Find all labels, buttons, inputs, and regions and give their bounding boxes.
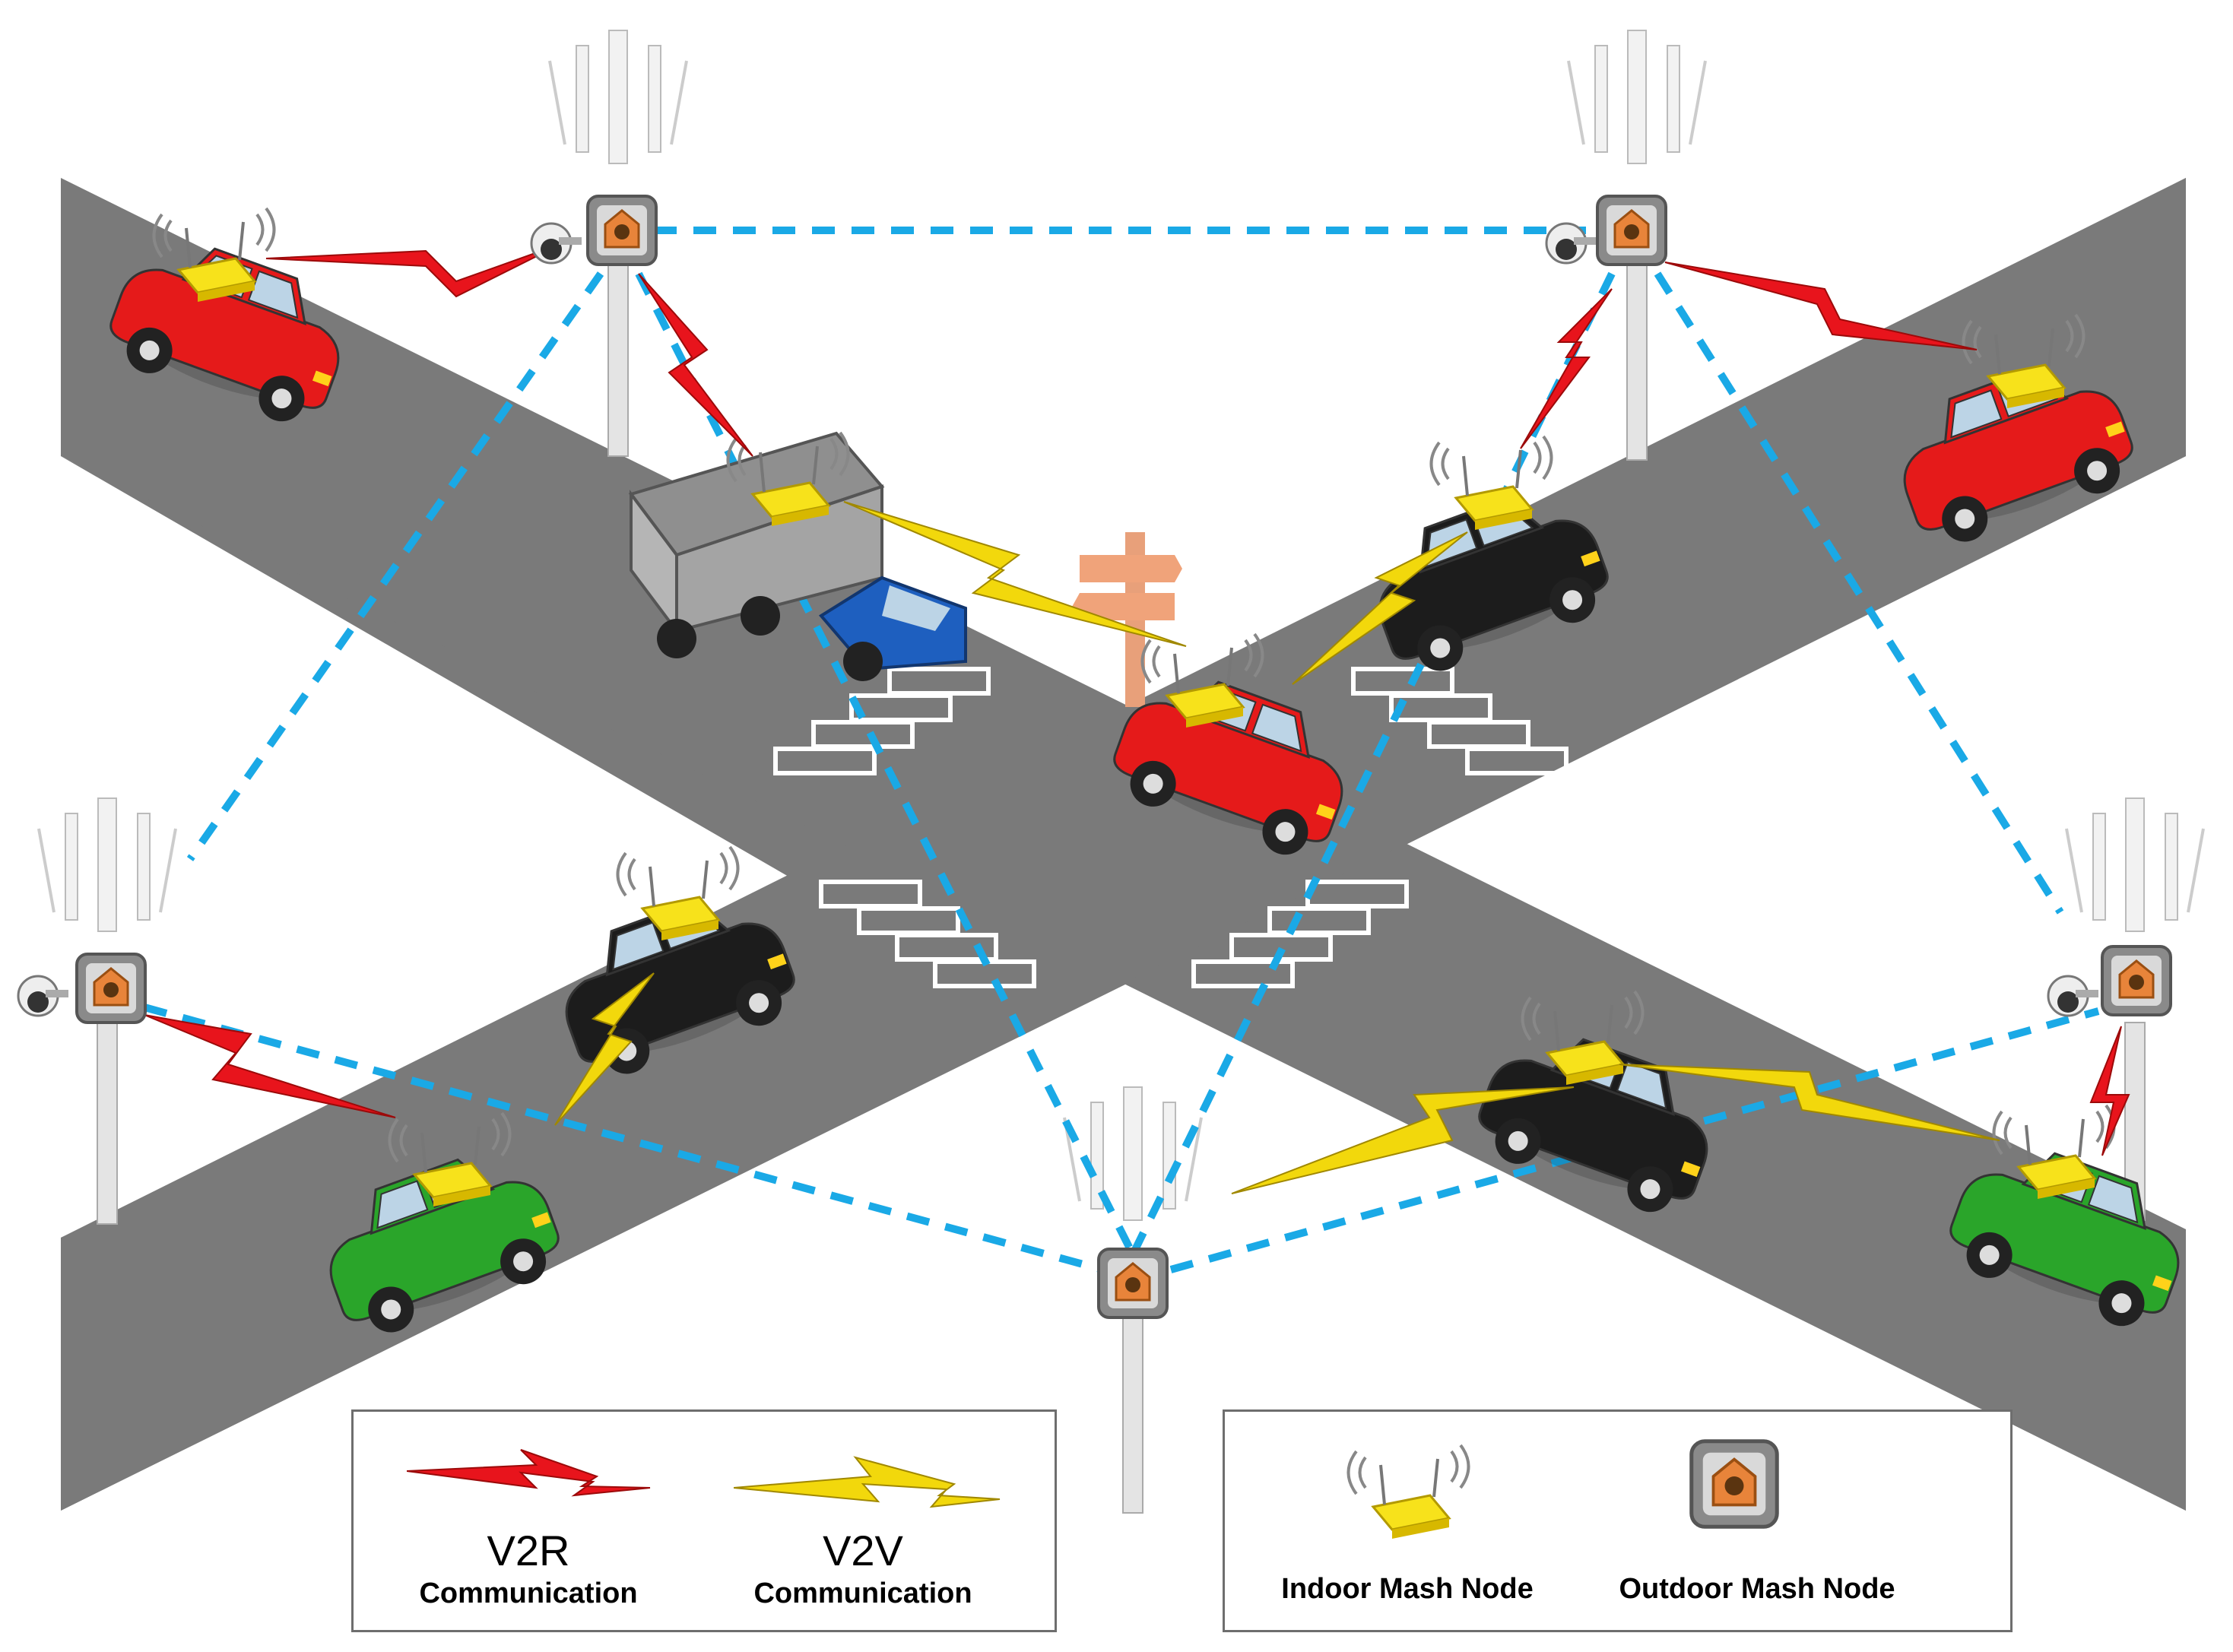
truck bbox=[628, 431, 967, 681]
signpost bbox=[1072, 532, 1182, 707]
legend-communication: V2R Communication V2V Communication bbox=[351, 1409, 1057, 1632]
mesh-node-box-icon bbox=[1677, 1427, 1791, 1541]
camera-icon bbox=[17, 975, 70, 1017]
outdoor-node-label: Outdoor Mash Node bbox=[1619, 1573, 1895, 1605]
outdoor-mesh-node-bottom bbox=[1097, 1248, 1169, 1319]
mesh-links bbox=[143, 227, 2100, 1273]
v2r-label: V2R bbox=[487, 1527, 570, 1574]
outdoor-mesh-node-left bbox=[75, 953, 147, 1024]
indoor-node-label: Indoor Mash Node bbox=[1281, 1573, 1534, 1605]
v2r-lightning-icon bbox=[407, 1449, 651, 1497]
crosswalk-east bbox=[1351, 667, 1568, 775]
legend-nodes: Indoor Mash Node Outdoor Mash Node bbox=[1223, 1409, 2013, 1632]
camera-icon bbox=[530, 222, 583, 265]
v2v-lightning-icon bbox=[734, 1456, 1001, 1508]
wifi-router-icon bbox=[1346, 1444, 1470, 1540]
outdoor-mesh-node-top-left bbox=[586, 195, 658, 266]
outdoor-mesh-node-top-right bbox=[1596, 195, 1667, 266]
v2v-label: V2V bbox=[823, 1527, 903, 1574]
v2r-sublabel: Communication bbox=[419, 1577, 638, 1609]
camera-icon bbox=[1545, 222, 1598, 265]
v2v-links bbox=[554, 501, 2000, 1194]
road-diagonal-2 bbox=[61, 178, 2186, 1511]
pole-left bbox=[37, 797, 177, 1225]
outdoor-mesh-node-right bbox=[2101, 945, 2172, 1016]
pole-top-right bbox=[1567, 29, 1707, 461]
crosswalk-north bbox=[773, 667, 991, 775]
pole-top-left bbox=[548, 29, 688, 457]
v2v-sublabel: Communication bbox=[753, 1577, 972, 1609]
